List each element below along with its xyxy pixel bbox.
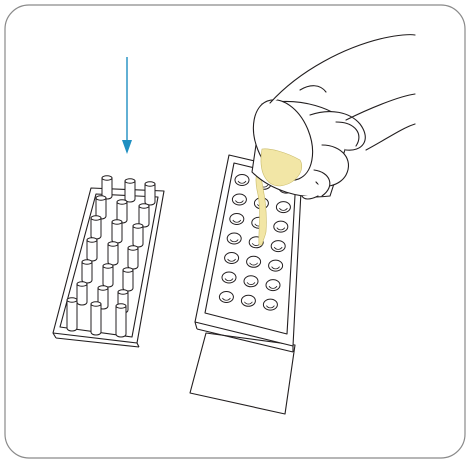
mould-well (219, 292, 233, 303)
mould-well (263, 299, 277, 310)
mould-well (271, 241, 285, 252)
mould-well (247, 256, 261, 267)
pin (125, 179, 135, 202)
mould-well (244, 276, 258, 287)
pin (91, 302, 101, 335)
mould-well (227, 233, 241, 244)
pin (116, 304, 126, 337)
pin (77, 282, 87, 305)
pin (133, 224, 143, 247)
pin (67, 298, 77, 331)
mould-well (232, 194, 246, 205)
pin (91, 216, 101, 239)
pin (128, 246, 138, 269)
mould-well (276, 202, 290, 213)
mould-well (222, 272, 236, 283)
mould-well (235, 175, 249, 186)
mould-well (269, 260, 283, 271)
pin (112, 220, 122, 243)
mould-well (266, 280, 280, 291)
pin (82, 260, 92, 283)
pin (145, 182, 155, 205)
mould-well (225, 253, 239, 264)
pin (87, 238, 97, 261)
pin (103, 264, 113, 287)
pin (108, 242, 118, 265)
pin (123, 268, 133, 291)
mould-well (241, 295, 255, 306)
mould-well (230, 214, 244, 225)
mould-well (274, 221, 288, 232)
